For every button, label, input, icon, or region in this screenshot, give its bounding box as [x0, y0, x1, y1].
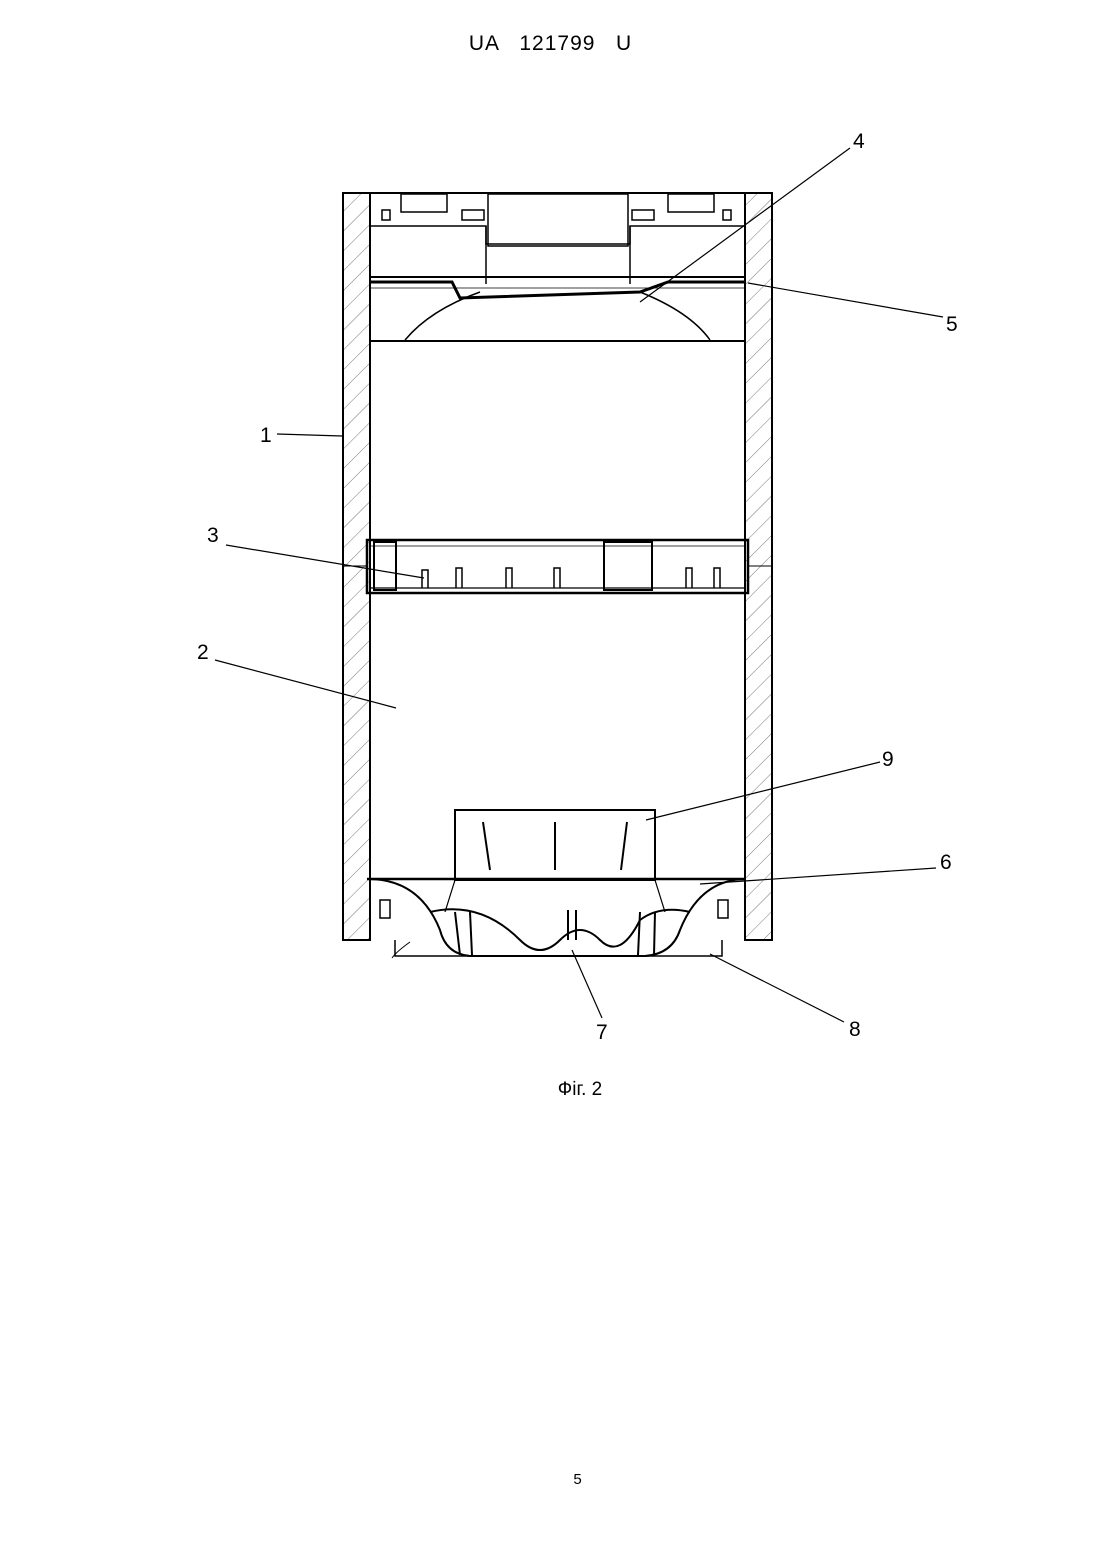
reference-labels: 1 2 3 4 5 6 7 8 9	[197, 130, 958, 1044]
leader-line-1	[277, 434, 342, 436]
leader-line-7	[572, 950, 602, 1018]
label-7: 7	[596, 1021, 608, 1044]
label-1: 1	[260, 424, 272, 447]
leader-line-3	[226, 545, 424, 578]
label-5: 5	[946, 313, 958, 336]
label-3: 3	[207, 524, 219, 547]
housing	[343, 193, 772, 940]
top-cap	[370, 194, 745, 284]
leader-line-8	[710, 954, 844, 1022]
leader-line-6	[700, 868, 936, 884]
label-2: 2	[197, 641, 209, 664]
middle-separator	[343, 540, 772, 593]
label-9: 9	[882, 748, 894, 771]
label-8: 8	[849, 1018, 861, 1041]
figure-caption: Фіг. 2	[0, 1079, 1101, 1101]
leader-line-5	[748, 283, 943, 317]
filter-element	[455, 810, 655, 880]
top-dome	[370, 277, 745, 341]
page-number: 5	[0, 1471, 1101, 1488]
label-4: 4	[853, 130, 865, 153]
label-6: 6	[940, 851, 952, 874]
bottom-base	[367, 879, 745, 958]
